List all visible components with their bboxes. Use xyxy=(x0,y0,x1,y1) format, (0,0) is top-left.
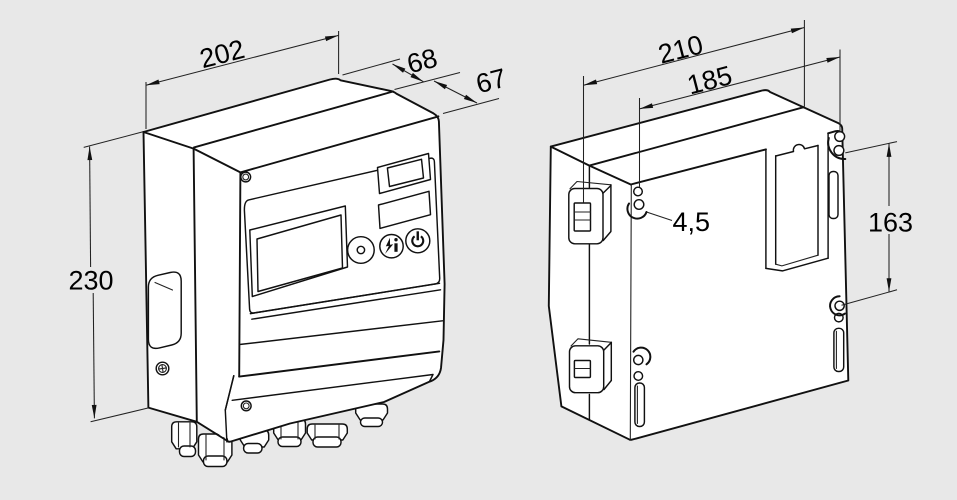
svg-text:230: 230 xyxy=(68,266,113,296)
svg-text:68: 68 xyxy=(404,43,441,80)
svg-text:163: 163 xyxy=(868,208,913,238)
svg-text:4,5: 4,5 xyxy=(673,207,711,237)
svg-text:67: 67 xyxy=(473,63,510,100)
